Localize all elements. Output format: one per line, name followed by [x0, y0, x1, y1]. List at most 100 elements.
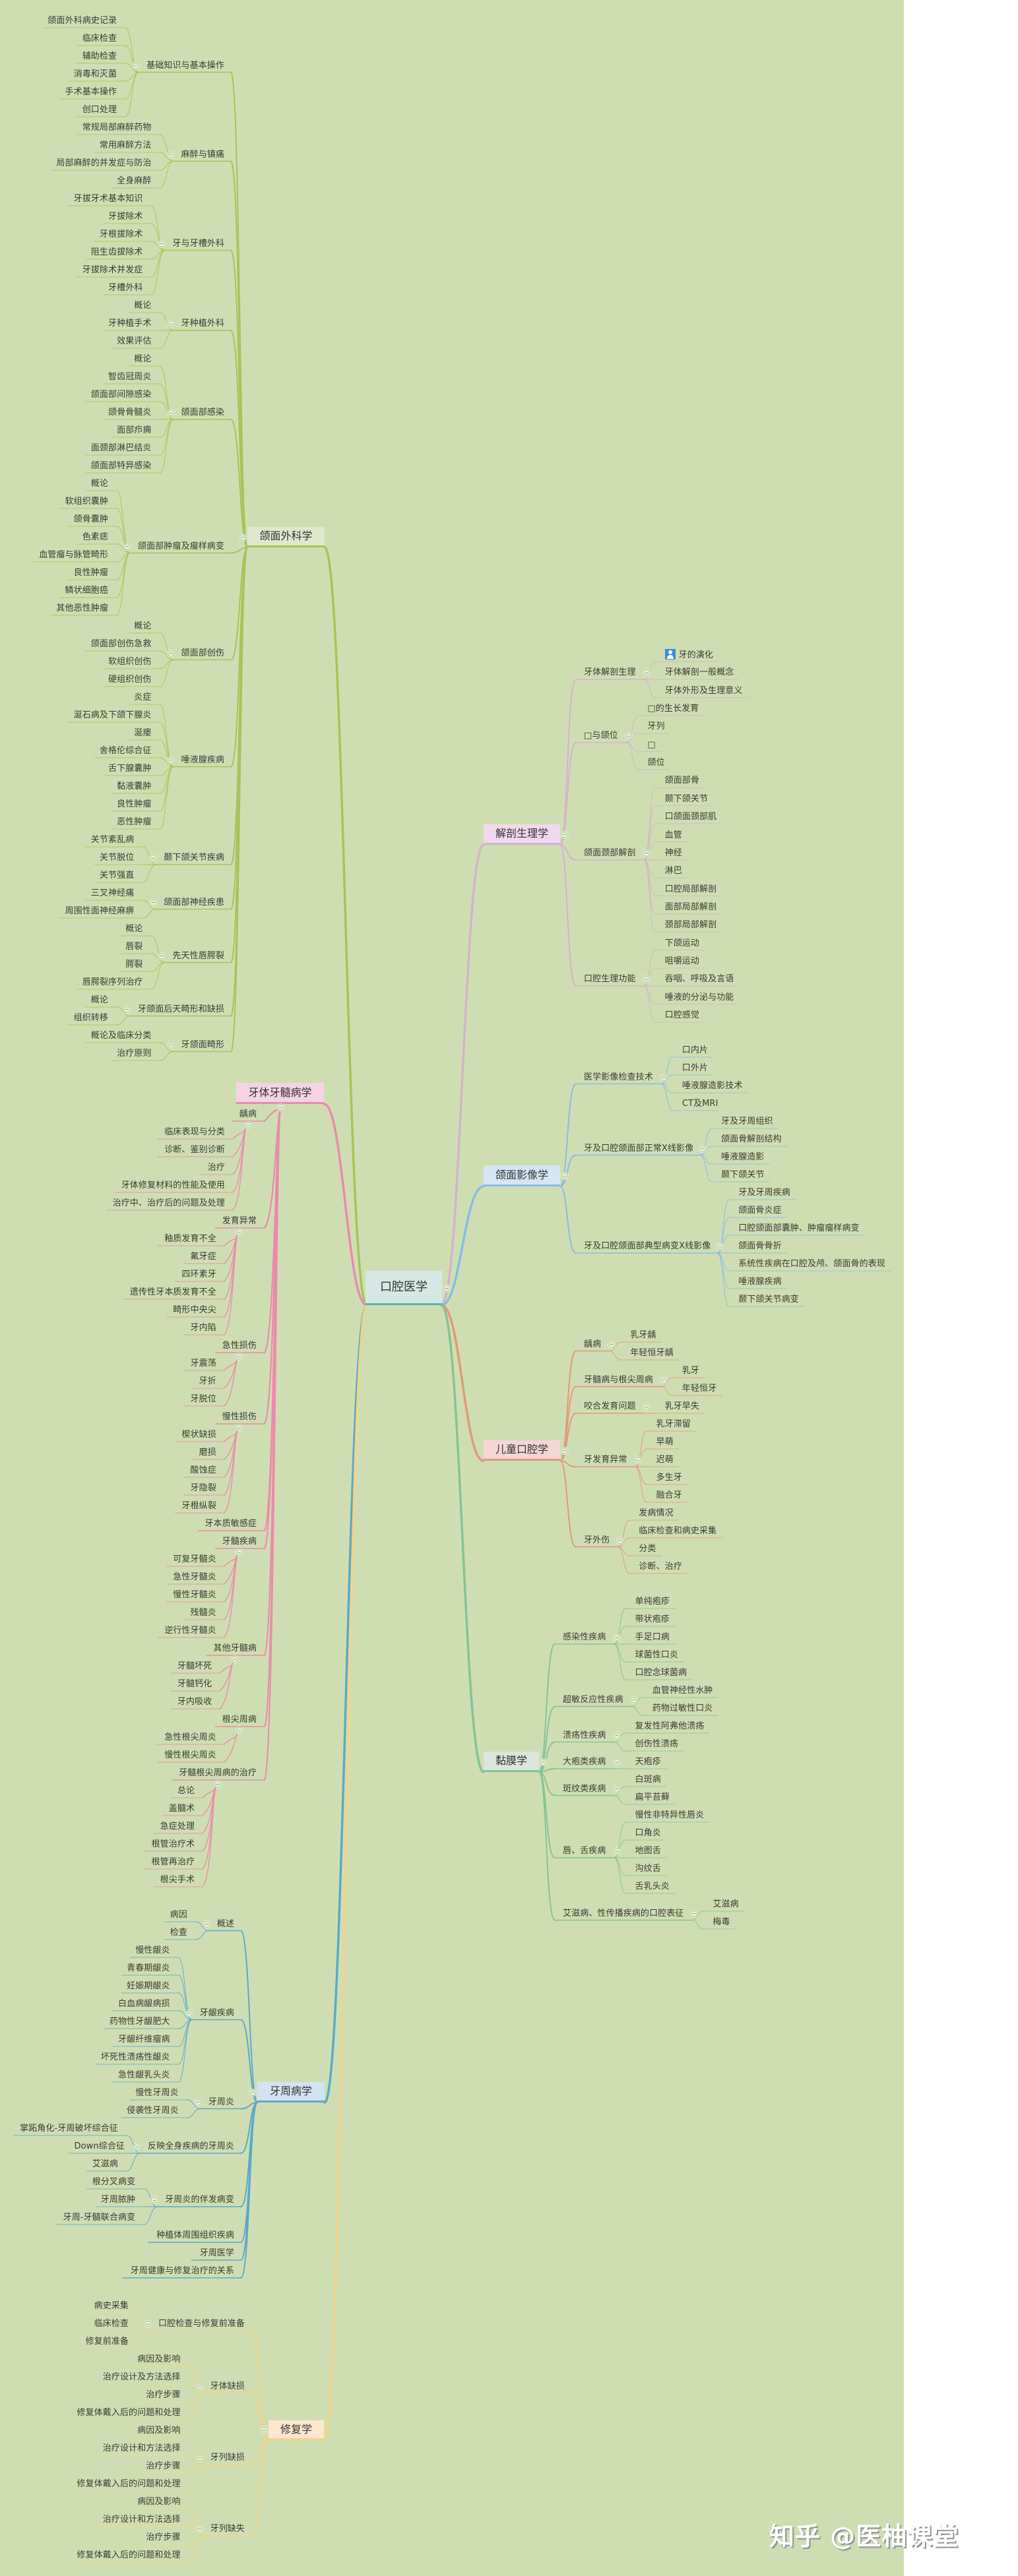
leaf-node[interactable]: 其他恶性肿瘤 — [56, 603, 108, 615]
leaf-node[interactable]: 颌面部间隙感染 — [91, 389, 152, 401]
collapse-button[interactable] — [151, 2197, 158, 2203]
collapse-button[interactable] — [643, 669, 650, 677]
leaf-node[interactable]: 口外片 — [682, 1062, 708, 1074]
subtopic-node[interactable]: 艾滋病、性传播疾病的口腔表征 — [563, 1908, 684, 1920]
subtopic-node[interactable]: 医学影像检查技术 — [584, 1072, 653, 1084]
leaf-node[interactable]: 年轻恒牙 — [682, 1383, 716, 1395]
leaf-node[interactable]: 咀嚼运动 — [665, 956, 699, 967]
collapse-button[interactable] — [613, 1732, 620, 1739]
collapse-button[interactable] — [232, 1656, 239, 1663]
leaf-node[interactable]: 磨损 — [199, 1447, 216, 1459]
subtopic-node[interactable]: 牙周炎 — [208, 2097, 234, 2108]
collapse-button[interactable] — [561, 1447, 568, 1454]
leaf-node[interactable]: 黏液囊肿 — [117, 781, 151, 793]
leaf-node[interactable]: 临床检查和病史采集 — [639, 1525, 716, 1537]
leaf-node[interactable]: 牙内陷 — [191, 1322, 216, 1334]
leaf-node[interactable]: 手术基本操作 — [65, 86, 117, 98]
subtopic-node[interactable]: 牙体缺损 — [210, 2381, 245, 2393]
leaf-node[interactable]: 天疱疹 — [635, 1756, 661, 1768]
leaf-node[interactable]: 坏死性溃疡性龈炎 — [101, 2052, 170, 2064]
leaf-node[interactable]: 牙震荡 — [191, 1358, 216, 1370]
leaf-node[interactable]: 软组织创伤 — [108, 656, 152, 668]
leaf-node[interactable]: 唾液腺造影技术 — [682, 1080, 743, 1092]
leaf-node[interactable]: 口颌面颈部肌 — [665, 811, 717, 823]
collapse-button[interactable] — [150, 899, 157, 906]
subtopic-node[interactable]: 龋病 — [584, 1339, 601, 1351]
leaf-node[interactable]: 修复体戴入后的问题和处理 — [77, 2550, 180, 2561]
subtopic-node[interactable]: 牙列缺失 — [210, 2523, 245, 2535]
main-topic-node[interactable]: 修复学 — [269, 2420, 324, 2440]
leaf-node[interactable]: 良性肿瘤 — [117, 799, 151, 811]
leaf-node[interactable]: 急性龈乳头炎 — [118, 2070, 170, 2081]
leaf-node[interactable]: 下颌运动 — [665, 938, 699, 950]
collapse-button[interactable] — [196, 2383, 203, 2390]
collapse-button[interactable] — [691, 1910, 698, 1917]
collapse-button[interactable] — [660, 1074, 667, 1081]
leaf-node[interactable]: 口腔念球菌病 — [635, 1667, 687, 1679]
leaf-node[interactable]: 面部局部解剖 — [665, 902, 717, 913]
subtopic-node[interactable]: □与颌位 — [584, 730, 618, 742]
leaf-node[interactable]: 急性根尖周炎 — [164, 1732, 216, 1744]
subtopic-node[interactable]: 牙发育异常 — [584, 1454, 627, 1466]
subtopic-node[interactable]: 其他牙髓病 — [214, 1643, 257, 1655]
leaf-node[interactable]: 周围性面神经麻痹 — [65, 905, 135, 917]
leaf-node[interactable]: 血管神经性水肿 — [652, 1685, 713, 1697]
collapse-button[interactable] — [167, 151, 174, 158]
leaf-node[interactable]: 临床表现与分类 — [164, 1126, 225, 1138]
leaf-node[interactable]: 概论 — [125, 923, 143, 935]
leaf-node[interactable]: 神经 — [665, 847, 682, 859]
leaf-node[interactable]: 牙龈纤维瘤病 — [118, 2034, 170, 2046]
collapse-button[interactable] — [716, 1243, 724, 1250]
collapse-button[interactable] — [625, 733, 633, 740]
leaf-node[interactable]: 治疗步骤 — [146, 2461, 180, 2472]
leaf-node[interactable]: 融合牙 — [656, 1490, 682, 1502]
leaf-node[interactable]: 侵袭性牙周炎 — [127, 2105, 179, 2117]
leaf-node[interactable]: 颌位 — [647, 757, 664, 769]
leaf-node[interactable]: 涎瘘 — [134, 727, 151, 739]
collapse-button[interactable] — [249, 2089, 256, 2096]
leaf-node[interactable]: 妊娠期龈炎 — [127, 1980, 170, 1992]
subtopic-node[interactable]: 牙本质敏感症 — [205, 1518, 257, 1530]
leaf-node[interactable]: 慢性根尖周炎 — [164, 1750, 216, 1762]
leaf-node[interactable]: 概论 — [134, 353, 151, 365]
main-topic-node[interactable]: 解剖生理学 — [484, 824, 560, 845]
leaf-node[interactable]: 概论 — [134, 621, 151, 632]
subtopic-node[interactable]: 牙体解剖生理 — [584, 667, 636, 679]
collapse-button[interactable] — [613, 1759, 620, 1765]
subtopic-node[interactable]: 口腔检查与修复前准备 — [158, 2318, 245, 2330]
collapse-button[interactable] — [236, 1425, 243, 1431]
leaf-node[interactable]: 颞下颌关节病变 — [738, 1294, 799, 1306]
leaf-node[interactable]: 恶性肿瘤 — [117, 816, 151, 828]
subtopic-node[interactable]: 牙及口腔颌面部正常X线影像 — [584, 1143, 693, 1155]
leaf-node[interactable]: 病因及影响 — [137, 2354, 181, 2366]
leaf-node[interactable]: 血管 — [665, 830, 682, 842]
leaf-node[interactable]: 釉质发育不全 — [164, 1233, 216, 1245]
leaf-node[interactable]: 牙体外形及生理意义 — [665, 685, 743, 697]
leaf-node[interactable]: 治疗 — [208, 1162, 225, 1174]
leaf-node[interactable]: 局部麻醉的并发症与防治 — [56, 158, 151, 169]
leaf-node[interactable]: 乳牙早失 — [665, 1401, 699, 1413]
leaf-node[interactable]: 牙及牙周组织 — [721, 1116, 773, 1128]
subtopic-node[interactable]: 颌面部感染 — [181, 407, 225, 419]
collapse-button[interactable] — [133, 62, 140, 69]
leaf-node[interactable]: 牙列 — [647, 721, 664, 733]
subtopic-node[interactable]: 口腔生理功能 — [584, 973, 636, 985]
subtopic-node[interactable]: 颌面部肿瘤及瘤样病变 — [138, 541, 224, 553]
leaf-node[interactable]: 修复体戴入后的问题和处理 — [77, 2478, 180, 2490]
collapse-button[interactable] — [699, 1145, 706, 1152]
subtopic-node[interactable]: 龋病 — [239, 1109, 257, 1120]
leaf-node[interactable]: 牙折 — [199, 1376, 216, 1388]
leaf-node[interactable]: 治疗设计和方法选择 — [103, 2514, 181, 2526]
subtopic-node[interactable]: 牙周健康与修复治疗的关系 — [131, 2265, 234, 2277]
collapse-button[interactable] — [214, 1781, 222, 1787]
main-topic-node[interactable]: 儿童口腔学 — [484, 1440, 560, 1461]
collapse-button[interactable] — [167, 410, 174, 416]
leaf-node[interactable]: 颌面部骨 — [665, 775, 699, 787]
leaf-node[interactable]: 唇裂 — [125, 941, 143, 953]
collapse-button[interactable] — [196, 2454, 203, 2461]
subtopic-node[interactable]: 牙颌面畸形 — [181, 1039, 225, 1051]
main-topic-node[interactable]: 颌面外科学 — [247, 527, 325, 547]
leaf-node[interactable]: 颌面部特异感染 — [91, 460, 152, 472]
leaf-node[interactable]: 辅助检查 — [82, 51, 117, 63]
leaf-node[interactable]: 沟纹舌 — [635, 1863, 661, 1875]
